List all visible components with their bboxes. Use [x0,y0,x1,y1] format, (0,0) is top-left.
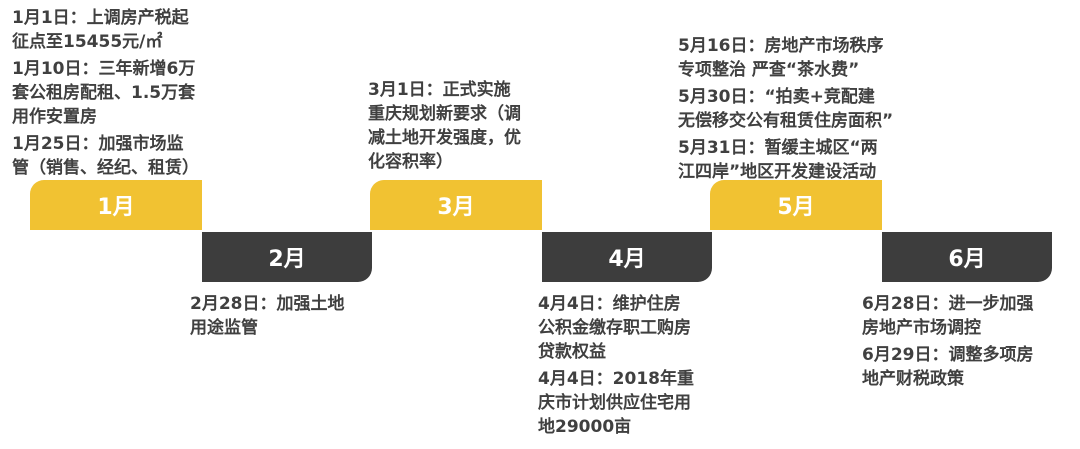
events-may: 5月16日：房地产市场秩序 专项整治 严查“茶水费” 5月30日：“拍卖+竞配建… [678,34,938,187]
event-jun-28: 6月28日：进一步加强 房地产市场调控 [862,294,1034,338]
event-may-16: 5月16日：房地产市场秩序 专项整治 严查“茶水费” [678,36,884,80]
event-mar-1: 3月1日：正式实施 重庆规划新要求（调 减土地开发强度，优 化容积率） [368,80,521,172]
month-label-mar: 3月 [437,195,475,220]
event-may-30: 5月30日：“拍卖+竞配建 无偿移交公有租赁住房面积” [678,87,894,131]
month-label-apr: 4月 [608,247,646,272]
month-block-jun: 6月 [882,232,1052,282]
month-block-jan: 1月 [30,180,202,230]
month-block-mar: 3月 [370,180,542,230]
event-jun-29: 6月29日：调整多项房 地产财税政策 [862,345,1034,389]
event-jan-10: 1月10日：三年新增6万 套公租房配租、1.5万套 用作安置房 [12,59,196,127]
events-feb: 2月28日：加强土地 用途监管 [190,292,390,343]
month-label-feb: 2月 [268,247,306,272]
events-apr: 4月4日：维护住房 公积金缴存职工购房 贷款权益 4月4日：2018年重 庆市计… [538,292,738,442]
month-block-apr: 4月 [542,232,712,282]
month-block-may: 5月 [710,180,882,230]
event-jan-25: 1月25日：加强市场监 管（销售、经纪、租赁） [12,134,199,178]
month-label-jan: 1月 [97,195,135,220]
events-jan: 1月1日：上调房产税起 征点至15455元/㎡ 1月10日：三年新增6万 套公租… [12,6,232,183]
event-jan-1: 1月1日：上调房产税起 征点至15455元/㎡ [12,8,189,52]
events-jun: 6月28日：进一步加强 房地产市场调控 6月29日：调整多项房 地产财税政策 [862,292,1072,394]
event-may-31: 5月31日：暂缓主城区“两 江四岸”地区开发建设活动 [678,138,878,182]
event-apr-4b: 4月4日：2018年重 庆市计划供应住宅用 地29000亩 [538,369,694,437]
events-mar: 3月1日：正式实施 重庆规划新要求（调 减土地开发强度，优 化容积率） [368,78,558,177]
month-label-may: 5月 [777,195,815,220]
event-apr-4a: 4月4日：维护住房 公积金缴存职工购房 贷款权益 [538,294,691,362]
month-block-feb: 2月 [202,232,372,282]
month-label-jun: 6月 [948,247,986,272]
event-feb-28: 2月28日：加强土地 用途监管 [190,294,345,338]
